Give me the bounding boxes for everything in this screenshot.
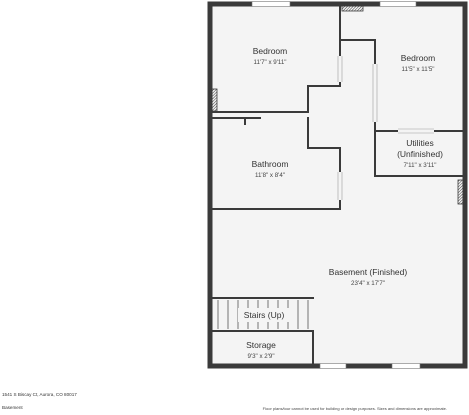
fixture-panel	[210, 88, 218, 112]
property-address: 1541 S Biscay Ct, Aurora, CO 80017	[2, 392, 77, 397]
fixture-panel	[457, 179, 465, 205]
room-labels: Bedroom 11'7" x 9'11" Bedroom 11'5" x 11…	[244, 46, 443, 360]
doorway	[337, 172, 343, 200]
room-name-storage: Storage	[246, 340, 276, 350]
windows	[251, 1, 434, 369]
room-dims-bedroom-1: 11'7" x 9'11"	[253, 59, 286, 66]
window	[319, 363, 347, 369]
room-name-utilities: Utilities	[406, 138, 433, 148]
room-name-bathroom: Bathroom	[252, 159, 289, 169]
doorway	[398, 128, 434, 134]
room-dims-bedroom-2: 11'5" x 11'5"	[401, 66, 434, 73]
room-dims-bathroom: 11'8" x 8'4"	[255, 172, 285, 179]
floor-level-label: Basement	[2, 405, 23, 410]
room-dims-basement: 23'4" x 17'7"	[351, 280, 385, 287]
doorway	[337, 56, 343, 82]
room-name-bedroom-1: Bedroom	[253, 46, 288, 56]
room-dims-utilities: 7'11" x 3'11"	[403, 162, 436, 169]
stairs-label-bg	[238, 308, 290, 322]
room-name-bedroom-2: Bedroom	[401, 53, 436, 63]
window	[379, 1, 417, 7]
doorway	[372, 64, 378, 122]
room-name-stairs: Stairs (Up)	[244, 310, 285, 320]
room-name-basement: Basement (Finished)	[329, 267, 408, 277]
window	[391, 363, 421, 369]
window	[251, 1, 291, 7]
hatched-fixtures	[210, 2, 465, 205]
room-name-utilities-2: (Unfinished)	[397, 149, 443, 159]
fixture-panel	[341, 2, 364, 12]
disclaimer-text: Floor plans/tour cannot be used for buil…	[262, 406, 447, 411]
room-dims-storage: 9'3" x 2'9"	[247, 353, 274, 360]
